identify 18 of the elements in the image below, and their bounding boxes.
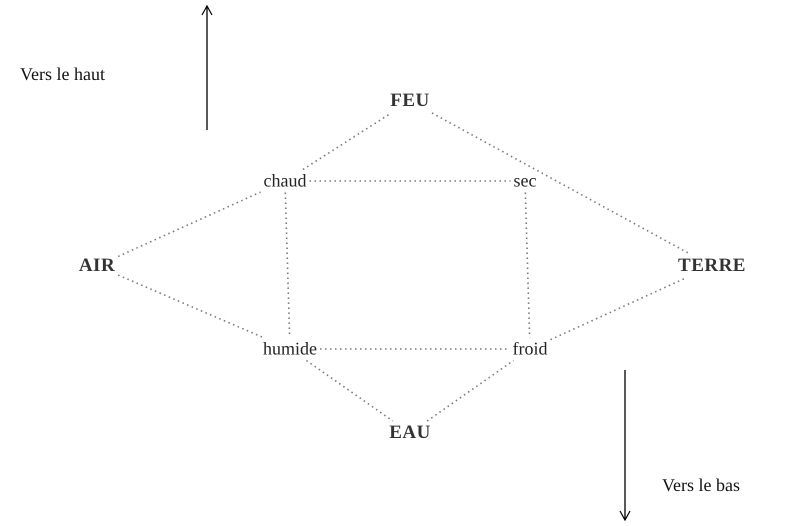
quality-label: chaud xyxy=(260,170,310,192)
dotted-connector xyxy=(310,180,510,182)
dotted-connector xyxy=(118,191,261,258)
dotted-connector xyxy=(320,348,510,350)
element-label: AIR xyxy=(76,254,118,278)
dotted-connector xyxy=(550,277,686,340)
dotted-connector xyxy=(306,360,394,422)
direction-label: Vers le bas xyxy=(662,475,740,496)
dotted-connector xyxy=(118,274,264,338)
element-label: FEU xyxy=(387,89,433,113)
quality-label: froid xyxy=(510,338,550,360)
direction-label: Vers le haut xyxy=(20,64,105,85)
dotted-connector xyxy=(426,360,514,422)
dotted-connector xyxy=(432,112,690,255)
quality-label: humide xyxy=(260,338,320,360)
element-label: TERRE xyxy=(675,254,749,278)
element-label: EAU xyxy=(386,421,434,445)
quality-label: sec xyxy=(510,170,540,192)
